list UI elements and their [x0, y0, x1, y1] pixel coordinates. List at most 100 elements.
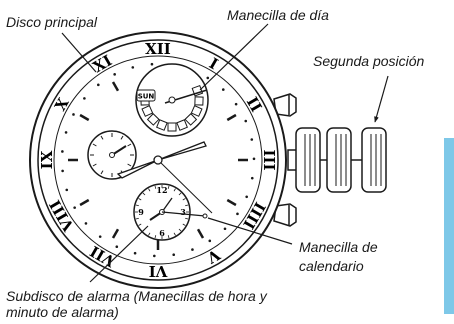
date-mark — [223, 227, 227, 231]
alarm-tick — [148, 232, 151, 236]
alarm-tick — [178, 228, 182, 232]
bezel-inner — [37, 39, 279, 281]
day-box — [194, 96, 204, 106]
label-alarm-subdial-line1: Subdisco de alarma (Manecillas de hora y — [6, 288, 268, 304]
alarm-tick — [135, 204, 139, 207]
alarm-tick — [138, 198, 142, 201]
day-box — [176, 119, 188, 131]
label-date-hand-line2: calendario — [299, 258, 364, 274]
alarm-tick — [182, 223, 186, 226]
label-alarm-subdial-line2: minuto de alarma) — [6, 304, 119, 320]
day-window — [136, 89, 156, 102]
day-box — [167, 122, 177, 132]
date-mark — [206, 76, 210, 80]
date-mark — [244, 119, 248, 123]
alarm-tick — [182, 198, 186, 201]
date-mark — [221, 88, 225, 91]
seconds-tick — [100, 170, 104, 175]
date-mark — [65, 188, 69, 192]
date-mark — [252, 157, 256, 161]
leader-main-dial — [61, 32, 97, 73]
seconds-tick — [127, 143, 132, 147]
crown-second-position — [361, 127, 387, 193]
leader-day-hand — [199, 23, 269, 91]
alarm-tick — [178, 192, 182, 196]
hour-marker — [79, 198, 90, 207]
date-mark — [83, 97, 86, 100]
date-mark — [236, 212, 239, 216]
date-mark — [234, 102, 238, 106]
date-mark — [208, 239, 212, 243]
alarm-tick — [142, 192, 146, 196]
leader-alarm-subdial — [89, 225, 149, 283]
date-mark — [131, 66, 135, 69]
date-mark — [98, 235, 102, 238]
alarm-tick — [138, 223, 142, 226]
date-mark — [150, 62, 154, 66]
leader-second-position — [374, 75, 389, 123]
hour-marker — [79, 113, 90, 122]
date-mark — [245, 195, 248, 199]
date-mark — [97, 83, 100, 87]
date-mark — [191, 248, 194, 251]
day-box — [184, 113, 198, 126]
accent-bar — [444, 138, 454, 314]
leader-date-hand — [207, 217, 293, 245]
alarm-tick — [154, 185, 157, 189]
crown-grooves — [304, 134, 382, 186]
leader-lines — [61, 23, 389, 283]
date-hand — [161, 211, 208, 219]
day-box — [146, 113, 160, 126]
day-box — [156, 119, 168, 131]
date-mark — [61, 169, 64, 173]
day-window-label: SUN — [138, 93, 155, 101]
hour-marker — [226, 198, 237, 207]
date-mark — [133, 251, 137, 255]
date-mark — [153, 254, 156, 258]
crown-assembly — [273, 93, 387, 227]
hour-marker — [111, 81, 120, 92]
date-mark — [84, 222, 88, 225]
alarm-tick — [167, 185, 170, 189]
date-mark — [73, 206, 76, 209]
alarm-number-9: 9 — [138, 207, 144, 217]
date-mark — [72, 113, 75, 116]
label-main-dial: Disco principal — [6, 14, 98, 30]
hour-marker — [226, 113, 237, 122]
date-mark — [115, 245, 119, 249]
roman-numeral: IX — [38, 150, 56, 169]
date-mark — [250, 138, 254, 141]
alarm-tick — [154, 235, 157, 239]
alarm-number-12: 12 — [156, 185, 167, 195]
day-subdial: SUN — [135, 63, 209, 137]
date-mark — [61, 150, 64, 153]
hour-marker — [111, 228, 120, 239]
crown-first-position — [295, 127, 321, 193]
alarm-tick — [148, 188, 151, 192]
alarm-tick — [185, 204, 189, 207]
small-seconds-subdial — [87, 130, 137, 180]
alarm-tick — [173, 232, 176, 236]
alarm-tick — [185, 217, 189, 220]
label-second-position: Segunda posición — [313, 53, 425, 69]
alarm-tick — [167, 235, 170, 239]
label-date-hand-line1: Manecilla de — [299, 239, 378, 255]
date-mark — [113, 73, 116, 76]
roman-numeral: XII — [145, 40, 171, 58]
date-ring-inner — [53, 55, 263, 265]
seconds-tick — [120, 135, 124, 140]
label-day-hand: Manecilla de día — [227, 7, 329, 23]
seconds-tick — [92, 163, 97, 167]
alarm-tick — [173, 188, 176, 192]
day-box — [190, 105, 203, 117]
hour-marker — [196, 228, 205, 239]
day-hand — [164, 89, 208, 104]
day-box — [141, 105, 154, 117]
alarm-tick — [135, 217, 139, 220]
seconds-tick — [127, 163, 132, 167]
date-mark — [250, 176, 254, 180]
alarm-number-3: 3 — [180, 207, 186, 217]
main-hands — [116, 141, 213, 214]
seconds-tick — [100, 135, 104, 140]
